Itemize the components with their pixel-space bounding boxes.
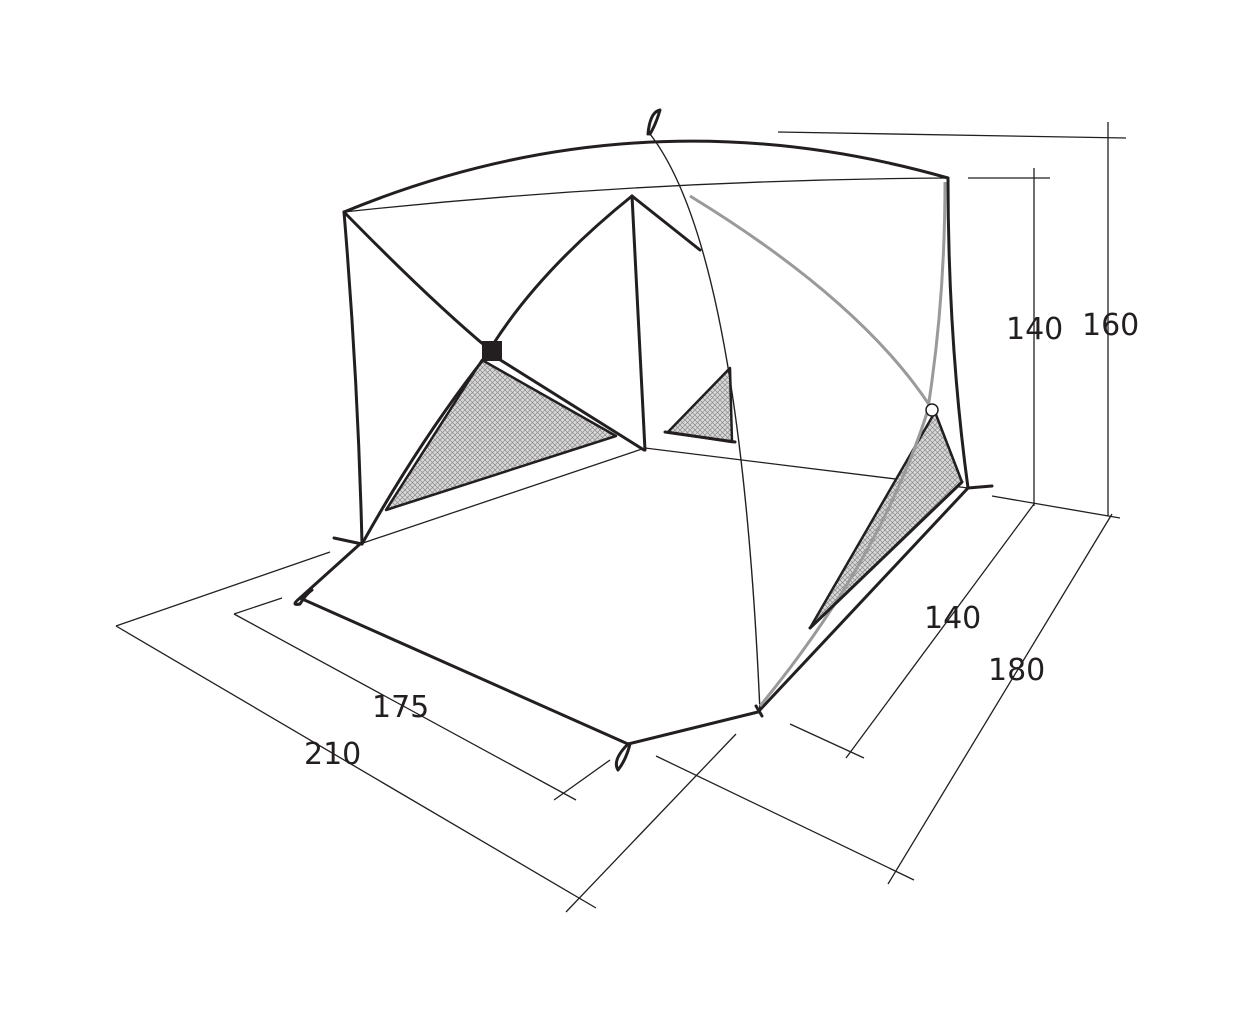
dim-depth-outer-base	[655, 755, 915, 881]
mesh-window-back	[666, 366, 734, 444]
door-pole-right	[926, 181, 947, 409]
label-inner-length: 175	[372, 690, 429, 725]
dim-depth-inner-line	[845, 503, 1035, 759]
tent-frame	[342, 133, 970, 713]
label-outer-depth: 180	[988, 653, 1045, 688]
dim-length-inner-ext-right	[553, 759, 611, 801]
center-pole	[630, 194, 647, 452]
left-wall-edge	[342, 210, 364, 546]
right-wall-edge	[946, 176, 970, 490]
left-brace-upper	[342, 210, 492, 352]
roof-edge	[342, 139, 950, 214]
left-brace-lower-left	[360, 354, 488, 546]
dim-length-outer-ext-left	[115, 551, 331, 627]
front-arch-pole	[649, 133, 761, 713]
roof-back-seam	[343, 177, 949, 213]
dim-base-connector	[991, 495, 1121, 519]
dim-length-inner-ext-left	[233, 597, 283, 615]
door-panel-edge	[808, 480, 964, 630]
label-outer-height: 160	[1082, 308, 1139, 343]
dim-length-outer-ext-right	[565, 733, 737, 913]
label-outer-length: 210	[304, 737, 361, 772]
floor-front-edge	[298, 486, 970, 746]
mesh-window-left	[384, 358, 618, 512]
label-inner-height: 140	[1006, 312, 1063, 347]
front-peg	[754, 704, 764, 718]
dimension-lines	[115, 122, 1127, 913]
back-wall-base	[663, 430, 737, 444]
back-brace-stub	[630, 194, 702, 252]
left-brace-lower-right	[492, 354, 646, 452]
dim-length-outer-line	[115, 625, 597, 909]
dim-depth-inner-base	[789, 723, 865, 759]
frame-hub	[482, 341, 502, 361]
floor-left-edge	[298, 542, 362, 600]
left-peg	[332, 536, 364, 546]
top-loop	[646, 108, 662, 136]
guy-loops	[293, 108, 994, 772]
label-inner-depth: 140	[924, 601, 981, 636]
door-pole-lower	[758, 409, 930, 707]
front-bottom-loop	[614, 742, 632, 772]
left-front-loop	[293, 588, 314, 606]
door-toggle	[925, 403, 939, 417]
dim-height-outer-top	[777, 131, 1127, 139]
left-brace-upper-right	[490, 194, 634, 348]
dim-depth-outer-line	[887, 513, 1113, 885]
right-peg	[966, 484, 994, 490]
door-pole-upper	[689, 194, 932, 407]
dim-length-inner-line	[233, 613, 577, 801]
dimension-labels: 175 210 140 180 140 160	[304, 308, 1139, 772]
